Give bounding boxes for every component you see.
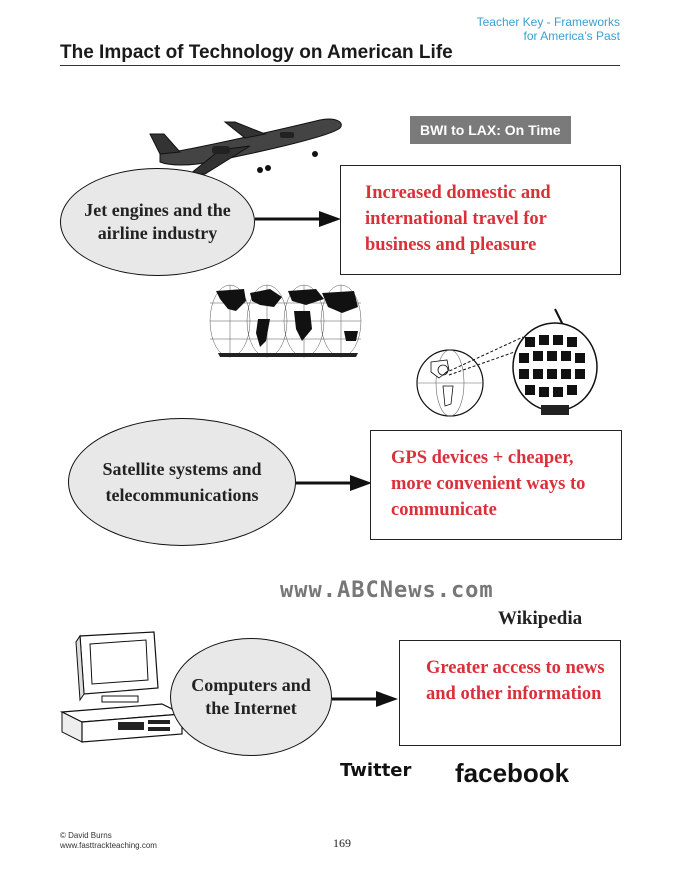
travel-effect-box: Increased domestic and international tra… (340, 165, 621, 275)
page-title: The Impact of Technology on American Lif… (60, 42, 453, 63)
arrow-icon (332, 691, 398, 707)
computer-icon (59, 631, 185, 743)
twitter-text: Twitter (340, 760, 412, 781)
flight-status-tag: BWI to LAX: On Time (410, 116, 571, 144)
computers-internet-text: Computers and the Internet (191, 675, 311, 718)
title-divider (60, 65, 620, 66)
globe-icon (416, 349, 484, 417)
footer-credits: © David Burns www.fasttrackteaching.com (60, 831, 157, 851)
signal-beams (444, 336, 524, 376)
travel-effect-text: Increased domestic and international tra… (365, 183, 551, 255)
jet-engines-ellipse: Jet engines and the airline industry (60, 168, 255, 276)
teacher-key-line2: for America’s Past (523, 29, 620, 43)
teacher-key-label: Teacher Key - Frameworks for America’s P… (420, 15, 620, 43)
world-map-icon (209, 284, 362, 358)
arrow-icon (296, 475, 372, 491)
arrow-icon (255, 211, 341, 227)
gps-effect-text: GPS devices + cheaper, more convenient w… (391, 448, 586, 520)
website-credit: www.fasttrackteaching.com (60, 841, 157, 850)
satellite-systems-text: Satellite systems and telecommunications (102, 459, 262, 505)
satellite-systems-ellipse: Satellite systems and telecommunications (68, 418, 296, 546)
wikipedia-text: Wikipedia (498, 608, 583, 629)
information-effect-box: Greater access to news and other informa… (399, 640, 621, 746)
gps-effect-box: GPS devices + cheaper, more convenient w… (370, 430, 622, 540)
abcnews-website-text: www.ABCNews.com (280, 578, 494, 603)
satellite-icon (512, 308, 598, 415)
airplane-icon (149, 118, 342, 175)
facebook-text: facebook (455, 758, 570, 788)
computers-internet-ellipse: Computers and the Internet (170, 638, 332, 756)
teacher-key-line1: Teacher Key - Frameworks (476, 15, 620, 29)
information-effect-text: Greater access to news and other informa… (426, 658, 605, 704)
copyright-text: © David Burns (60, 831, 112, 840)
jet-engines-text: Jet engines and the airline industry (84, 200, 231, 243)
page-number: 169 (333, 836, 351, 850)
